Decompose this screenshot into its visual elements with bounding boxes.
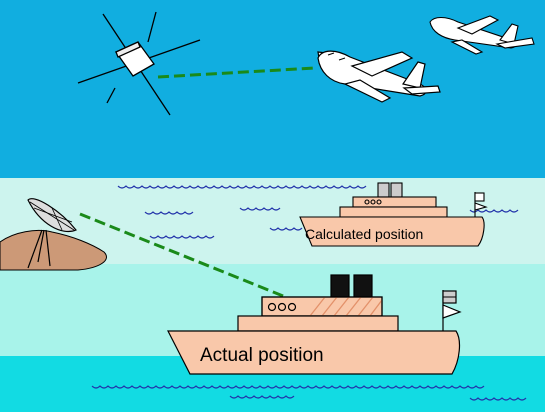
calculated-ship: Calculated position — [299, 182, 488, 247]
actual-ship-funnel — [353, 274, 373, 298]
actual-ship-hull — [167, 330, 461, 375]
calculated-position-label: Calculated position — [305, 226, 423, 242]
calculated-ship-funnel — [390, 182, 403, 198]
actual-ship: Actual position — [167, 274, 462, 375]
airplane-small-icon — [429, 15, 535, 55]
airplane-icon — [317, 50, 441, 103]
actual-position-label: Actual position — [200, 345, 324, 366]
actual-ship-funnel — [330, 274, 350, 298]
waves-lower — [91, 385, 527, 401]
ground-station-link — [79, 212, 289, 300]
calculated-ship-funnel — [377, 182, 390, 198]
satellite-link — [157, 66, 316, 79]
satellite-icon — [77, 11, 201, 116]
waves-upper — [117, 185, 519, 239]
calculated-ship-hull — [299, 216, 485, 247]
satellite-dish-icon — [27, 198, 77, 269]
calculated-ship-flag — [474, 192, 485, 202]
land — [0, 229, 107, 271]
